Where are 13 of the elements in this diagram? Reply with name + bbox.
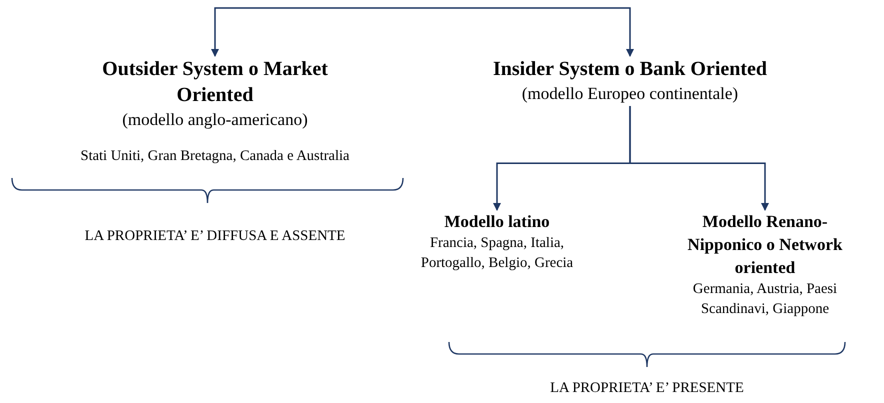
note-text: LA PROPRIETA’ E’ DIFFUSA E ASSENTE [84, 227, 346, 246]
heading-text: Outsider System o Market Oriented [101, 57, 329, 108]
description-text: (modello Europeo continentale) [522, 83, 738, 105]
note-text: Stati Uniti, Gran Bretagna, Canada e Australia [80, 147, 350, 166]
note-text: LA PROPRIETA’ E’ PRESENTE [550, 379, 744, 398]
heading-text: Insider System o Bank Oriented [492, 57, 768, 82]
description-text: Germania, Austria, Paesi Scandinavi, Giappone [692, 280, 838, 319]
heading-text: Modello latino [444, 211, 550, 233]
heading-text: Modello Renano-Nipponico o Network oriented [686, 211, 844, 279]
arrow [629, 106, 769, 211]
arrow [211, 7, 634, 57]
description-text: Francia, Spagna, Italia, Portogallo, Belgio, Grecia [420, 234, 574, 273]
description-text: (modello anglo-americano) [122, 109, 308, 131]
